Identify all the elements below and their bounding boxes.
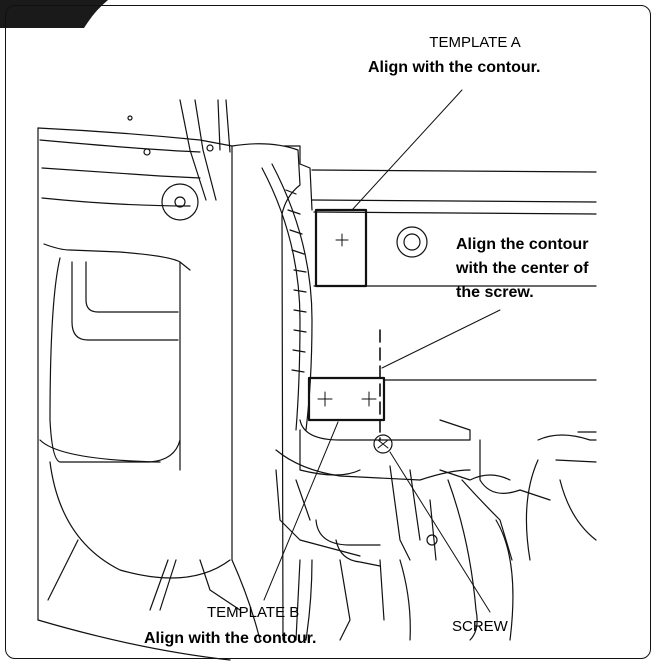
screw-note-line1: Align the contour [456, 236, 589, 253]
illustration-frame [5, 5, 651, 659]
template-b-instruction: Align with the contour. [144, 630, 317, 647]
door-edge [261, 145, 313, 431]
corner-tab [0, 0, 108, 28]
template-a-instruction: Align with the contour. [368, 59, 541, 76]
screw-note-line2: with the center of [456, 260, 589, 277]
template-a-outline [314, 208, 368, 288]
lower-mechanism [275, 419, 597, 641]
template-b-outline [307, 376, 597, 422]
leader-template-a [351, 89, 463, 211]
leader-screw [389, 451, 491, 613]
screw-label: SCREW [452, 618, 508, 635]
left-panel-outline [37, 127, 301, 661]
template-b-title: TEMPLATE B [207, 604, 300, 621]
template-a-title: TEMPLATE A [429, 34, 521, 51]
screw-graphic [373, 434, 393, 454]
upper-rail [311, 169, 597, 287]
leader-template-b [263, 421, 339, 601]
leader-screw-note [381, 309, 501, 369]
template-a-callout: TEMPLATE A [400, 34, 550, 52]
screw-note-line3: the screw. [456, 284, 534, 301]
hinge-arm [127, 99, 231, 221]
